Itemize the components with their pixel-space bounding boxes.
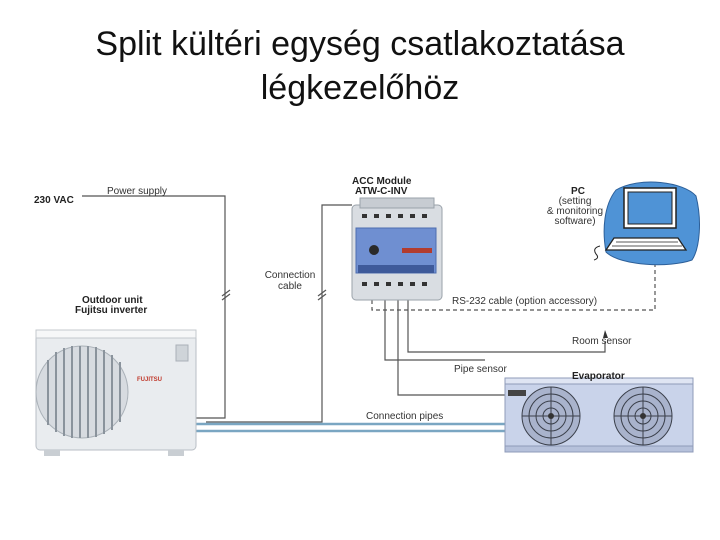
connection-cable-label-1: Connection — [258, 270, 322, 281]
module-label-2: ATW-C-INV — [355, 186, 407, 197]
connection-cable-label-2: cable — [258, 281, 322, 292]
rs232-label: RS-232 cable (option accessory) — [452, 296, 597, 307]
evaporator-label: Evaporator — [572, 371, 625, 382]
pipe-sensor-label: Pipe sensor — [454, 364, 507, 375]
acc-module — [352, 198, 442, 300]
pc-label-4: software) — [540, 216, 610, 227]
connection-pipes — [196, 424, 505, 431]
fujitsu-logo: FUJITSU — [137, 377, 162, 383]
outdoor-unit-label-2: Fujitsu inverter — [75, 305, 147, 316]
room-sensor-label: Room sensor — [572, 336, 631, 347]
pipe-sensor-wire — [398, 300, 510, 395]
connection-cable-wire — [206, 205, 352, 422]
outdoor-unit — [36, 330, 196, 456]
power-supply-label: Power supply — [107, 186, 167, 197]
connection-pipes-label: Connection pipes — [366, 411, 443, 422]
evaporator-unit — [505, 378, 693, 452]
supply-voltage-label: 230 VAC — [34, 195, 74, 206]
